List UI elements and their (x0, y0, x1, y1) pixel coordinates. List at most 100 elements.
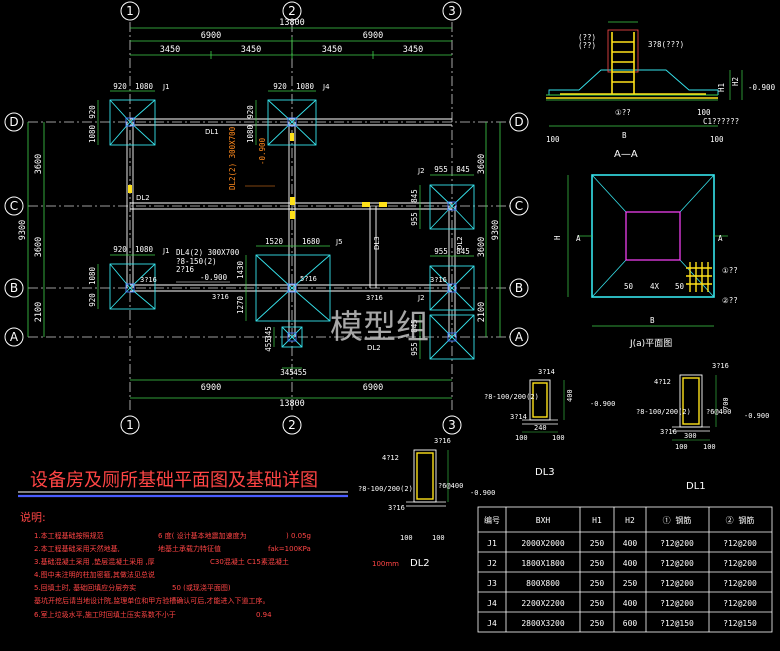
dim-j3-a: 345 (280, 368, 294, 377)
aa-title: A—A (614, 149, 638, 160)
dim-vert-j5-a: 1430 (236, 260, 245, 279)
table-cell: ?12@200 (660, 559, 694, 568)
dim-j4-a: 920 (273, 82, 287, 91)
table-cell: ?12@200 (723, 539, 757, 548)
axis-label-3-bottom: 3 (448, 418, 456, 432)
table-cell: ?12@200 (660, 599, 694, 608)
dl1-dim-300: 300 (684, 432, 697, 440)
table-cell: 250 (590, 619, 605, 628)
axis-bubble-3-bottom (442, 415, 462, 435)
footing-j5-b2 (255, 254, 331, 322)
aa-bottom-100-left: 100 (546, 135, 560, 144)
axis-bubble-D-left (4, 112, 24, 132)
dl2-elev: -0.900 (470, 489, 495, 497)
label-j5: J5 (335, 238, 343, 246)
drawing-title: 设备房及厕所基础平面图及基础详图 (30, 470, 318, 491)
note-l2-val: fak=100KPa (268, 545, 311, 553)
axis-label-D-left: D (9, 115, 18, 129)
table-cell: 400 (623, 599, 638, 608)
dim-half-bottom-2: 6900 (363, 383, 383, 393)
dim-j1b-a: 920 (113, 245, 127, 254)
footing-j2-c3 (429, 184, 475, 230)
axis-bubble-B-right (509, 278, 529, 298)
ja-label-a-left: A (576, 234, 581, 243)
label-j1-bottom: J1 (162, 247, 170, 255)
axis-bubble-3-top (442, 1, 462, 21)
axis-bubble-A-right (509, 327, 529, 347)
note-line-6: 6.室上垃圾水平,施工时回填土压实系数不小于 (34, 610, 176, 619)
footing-j2-b3 (429, 265, 475, 311)
axis-bubble-C-left (4, 196, 24, 216)
table-cell: J4 (487, 599, 497, 608)
aa-top-note-1: (??) (578, 33, 596, 42)
table-cell: ?12@200 (660, 539, 694, 548)
dim-j4-b: 1080 (296, 82, 315, 91)
dl1-bot: 3?16 (660, 428, 677, 436)
elev-dl4: -0.900 (200, 273, 228, 282)
dim-left-2: 3600 (34, 237, 44, 257)
ja-note-1: ①?? (722, 266, 738, 275)
label-j4-top: J4 (322, 83, 330, 91)
dl3-dim-100b: 100 (552, 434, 565, 442)
dl3-stir: ?8-100/200(2) (484, 393, 539, 401)
dl1-dim-100a: 100 (675, 443, 688, 451)
dim-vert-j3-b: 455 (264, 338, 273, 352)
th-rebar2: ② 钢筋 (726, 515, 755, 525)
dl2-bot: 3?16 (388, 504, 405, 512)
note-dl4-line3: 2?16 (176, 265, 195, 274)
dim-vert-j2c-b: 955 (410, 342, 419, 356)
axis-bubble-B-left (4, 278, 24, 298)
table-cell: 600 (623, 619, 638, 628)
dim-j1-a: 920 (113, 82, 127, 91)
elev-vertical: -0.900 (258, 137, 267, 165)
note-line-2: 2.本工程基础采用天然地基, (34, 544, 120, 553)
dl1-stir: ?8-100/200(2) (636, 408, 691, 416)
dl1-top: 3?16 (712, 362, 729, 370)
table-cell: ?12@200 (723, 559, 757, 568)
dim-vert-j4-b: 920 (246, 105, 255, 119)
dl1-elev: -0.900 (744, 412, 769, 420)
aa-mark-100: 100 (697, 108, 711, 117)
dim-j3-b: 455 (293, 368, 307, 377)
dim-quarter-1: 3450 (160, 45, 180, 55)
note-l1-val: ) 0.05g (286, 532, 311, 540)
table-cell: J1 (487, 539, 497, 548)
axis-label-B-left: B (10, 281, 18, 295)
table-cell: 250 (590, 579, 605, 588)
dl3-elev: -0.900 (590, 400, 615, 408)
ja-dim-50: 50 (624, 282, 634, 291)
note-l3-mid: C30混凝土 C15素混凝土 (210, 557, 289, 566)
note-l5-mid: 50 (或现浇平面图) (172, 583, 231, 592)
axis-label-A-left: A (10, 330, 19, 344)
rebar-3716-d: 3?16 (430, 276, 447, 284)
axis-label-2-bottom: 2 (288, 418, 296, 432)
table-cell: 400 (623, 559, 638, 568)
dim-quarter-4: 3450 (403, 45, 423, 55)
label-dl1: DL1 (205, 128, 219, 136)
plan-ja: H A A 50 4X 50 ①?? ②?? B J(a)平面图 (553, 174, 738, 349)
axis-label-C-right: C (515, 199, 523, 213)
label-dl2-left: DL2 (136, 194, 150, 202)
table-cell: 2000X2000 (521, 539, 565, 548)
note-line-4: 4.图中未注明的柱加密箍,其做法见总说 (34, 570, 155, 579)
table-cell: 2800X3200 (521, 619, 565, 628)
aa-elev: -0.900 (748, 83, 776, 92)
footing-j4-d2 (267, 99, 317, 146)
ja-note-2: ②?? (722, 296, 738, 305)
aa-top-note-2: (??) (578, 41, 596, 50)
rebar-5716: 5?16 (300, 275, 317, 283)
dl2-dim-100b: 100 (432, 534, 445, 542)
dim-vert-j2c-a: 845 (410, 319, 419, 333)
dim-half-top-2: 6900 (363, 31, 383, 41)
dl2-side: 4?12 (382, 454, 399, 462)
axis-label-1-bottom: 1 (126, 418, 134, 432)
footing-j1-d1 (109, 99, 156, 146)
table-cell: 250 (590, 559, 605, 568)
dim-left-1: 3600 (34, 154, 44, 174)
section-dl1: 3?16 4?12 ?8-100/200(2) ?6@400 3?16 700 … (636, 362, 769, 492)
note-line-3: 3.基础混凝土采用 ,垫层混凝土采用 ,厚 (34, 557, 155, 566)
aa-bottom-100-right: 100 (710, 135, 724, 144)
dl2-stir: ?8-100/200(2) (358, 485, 413, 493)
table-cell: 250 (590, 599, 605, 608)
